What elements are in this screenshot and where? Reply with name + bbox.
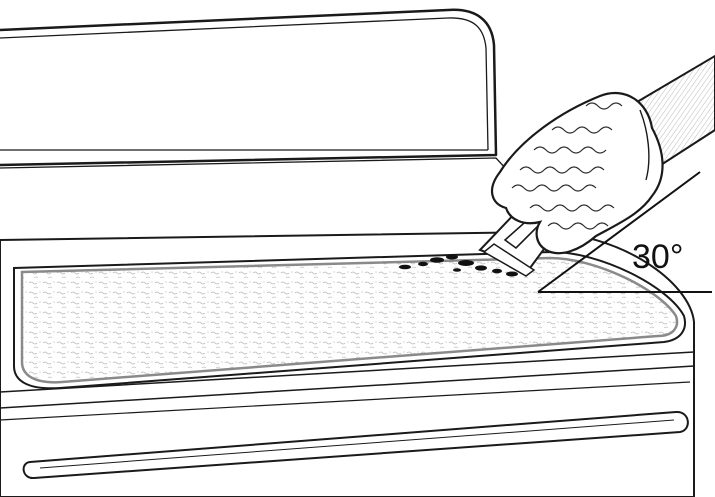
angle-label: 30° [632,238,683,276]
stove-backguard [0,10,530,195]
